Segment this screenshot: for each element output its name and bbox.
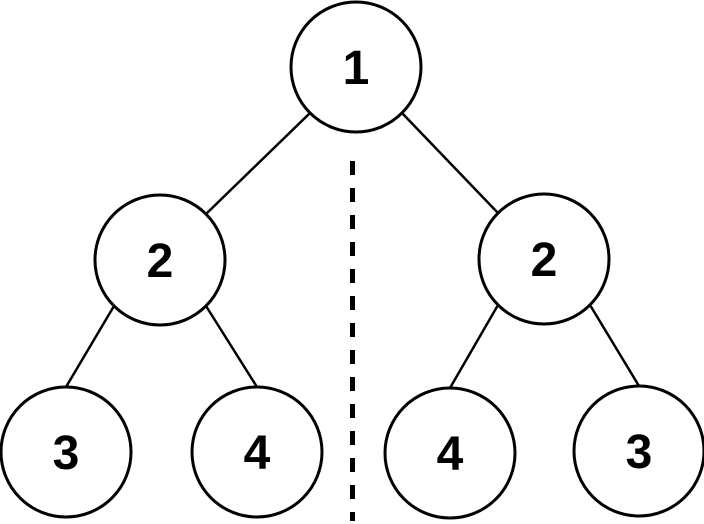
tree-node-circle-left-2 (93, 193, 227, 327)
tree-edge-right-2-right-3 (588, 304, 641, 387)
tree-node-circle-right-3 (572, 384, 704, 518)
tree-edge-root-left-2 (205, 112, 311, 215)
tree-node-left-3: 3 (0, 385, 133, 519)
node-label-right-4: 4 (437, 428, 464, 481)
tree-node-left-2: 2 (93, 193, 227, 327)
node-label-right-3: 3 (626, 426, 653, 479)
tree-node-circle-left-4 (190, 385, 324, 519)
tree-node-circle-root (289, 0, 423, 134)
tree-edge-left-2-left-4 (204, 305, 259, 388)
tree-node-circle-left-3 (0, 385, 133, 519)
tree-node-circle-right-4 (383, 386, 517, 520)
tree-edge-left-2-left-3 (64, 305, 116, 388)
tree-node-right-4: 4 (383, 386, 517, 520)
node-label-right-2: 2 (531, 234, 558, 287)
tree-node-right-2: 2 (477, 192, 611, 326)
tree-node-right-3: 3 (572, 384, 704, 518)
tree-node-left-4: 4 (190, 385, 324, 519)
tree-node-circle-right-2 (477, 192, 611, 326)
node-label-root: 1 (343, 42, 370, 95)
node-label-left-3: 3 (53, 427, 80, 480)
tree-node-root: 1 (289, 0, 423, 134)
tree-edge-root-right-2 (401, 112, 499, 214)
node-label-left-2: 2 (147, 235, 174, 288)
node-label-left-4: 4 (244, 427, 271, 480)
tree-edge-right-2-right-4 (448, 304, 500, 389)
